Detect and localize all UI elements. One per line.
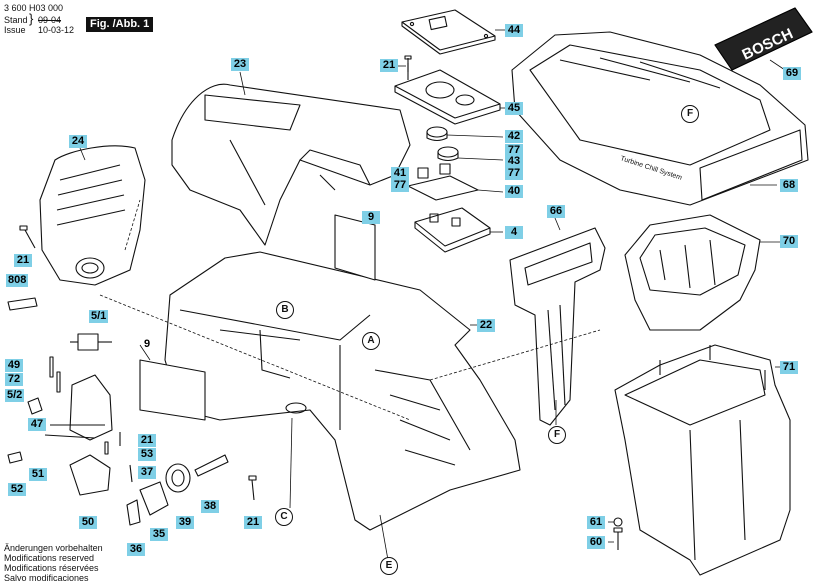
part-label: 38: [201, 500, 219, 513]
footer-line: Salvo modificaciones: [4, 573, 89, 583]
part-9-label-lower: [139, 359, 206, 421]
footer-line: Modifications reserved: [4, 553, 95, 563]
part-label: 77: [391, 179, 409, 192]
part-22-lower-housing: [164, 251, 521, 531]
part-label: 53: [138, 448, 156, 461]
part-label: 24: [69, 135, 87, 148]
part-label: 68: [780, 179, 798, 192]
part-label: 47: [28, 418, 46, 431]
part-label: 808: [6, 274, 29, 287]
document-number: 3 600 H03 000: [4, 3, 64, 13]
part-label: 39: [176, 516, 194, 529]
part-label: 35: [150, 528, 168, 541]
brace: }: [29, 11, 34, 26]
brand-strip-fill: [714, 7, 813, 71]
part-label: 61: [587, 516, 605, 529]
part-42-43-knobs: [426, 126, 459, 162]
part-label: 71: [780, 361, 798, 374]
part-label: 9: [143, 338, 151, 350]
part-label: 60: [587, 536, 605, 549]
part-label: 77: [505, 144, 523, 157]
part-label: 49: [5, 359, 23, 372]
part-808: [7, 297, 38, 311]
part-label: 21: [14, 254, 32, 267]
part-label: 21: [138, 434, 156, 447]
part-label: 36: [127, 543, 145, 556]
part-label: 22: [477, 319, 495, 332]
part-40-switch-board: [407, 163, 479, 201]
part-45-plate: [394, 63, 501, 125]
part-label: 23: [231, 58, 249, 71]
part-label: 72: [5, 373, 23, 386]
part-label: 4: [505, 226, 523, 239]
date-old: 09-04: [38, 15, 62, 25]
detail-marker: B: [276, 301, 294, 319]
part-label: 21: [244, 516, 262, 529]
part-9-label-upper: [334, 214, 376, 281]
date-new: 10-03-12: [38, 25, 75, 35]
issue-label: Issue: [4, 25, 26, 35]
footer-line: Änderungen vorbehalten: [4, 543, 103, 553]
figure-badge: Fig. /Abb. 1: [86, 17, 154, 32]
part-label: 44: [505, 24, 523, 37]
part-label: 77: [505, 167, 523, 180]
small-hardware: [7, 55, 623, 550]
part-24-side-cover: [39, 145, 146, 286]
part-44-plate: [401, 9, 496, 55]
part-label: 43: [505, 155, 523, 168]
part-label: 51: [29, 468, 47, 481]
part-label: 52: [8, 483, 26, 496]
detail-marker: F: [548, 426, 566, 444]
part-label: 45: [505, 102, 523, 115]
footer-line: Modifications réservées: [4, 563, 99, 573]
part-4-circuit-board: [414, 207, 491, 253]
detail-marker: F: [681, 105, 699, 123]
footer-note: Änderungen vorbehalten Modifications res…: [4, 543, 103, 583]
leader-lines: [79, 29, 786, 561]
part-label: 9: [362, 211, 380, 224]
part-label: 70: [780, 235, 798, 248]
part-label: 21: [380, 59, 398, 72]
part-label: 41: [391, 167, 409, 180]
part-70-tray: [624, 214, 761, 331]
part-label: 69: [783, 67, 801, 80]
detail-marker: E: [380, 557, 398, 575]
part-label: 40: [505, 185, 523, 198]
detail-marker: C: [275, 508, 293, 526]
part-label: 37: [138, 466, 156, 479]
part-label: 66: [547, 205, 565, 218]
part-label: 42: [505, 130, 523, 143]
part-71-base: [614, 344, 791, 576]
part-66-handle: [509, 227, 606, 426]
part-23-upper-housing: [171, 83, 411, 246]
stand-label: Stand: [4, 15, 28, 25]
part-label: 50: [79, 516, 97, 529]
part-68-lid: [511, 31, 809, 206]
part-label: 5/1: [89, 310, 109, 323]
part-label: 5/2: [5, 389, 25, 402]
detail-marker: A: [362, 332, 380, 350]
